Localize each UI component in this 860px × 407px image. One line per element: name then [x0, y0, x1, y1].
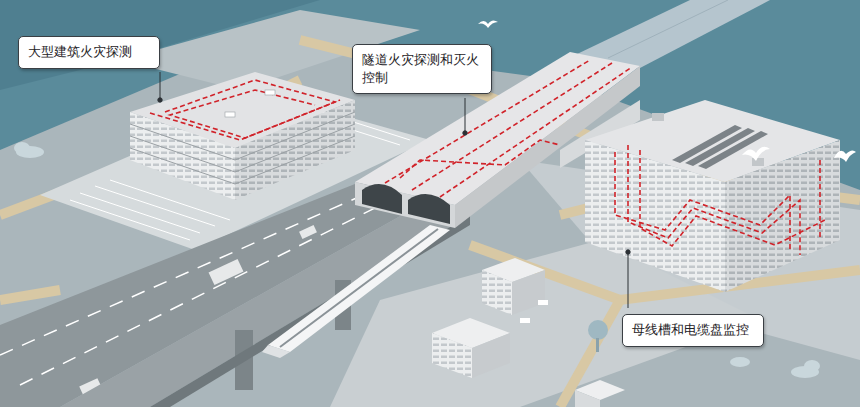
tunnel-part [408, 194, 450, 224]
callout-box: 大型建筑火灾探测 [18, 36, 160, 69]
office-building-part-part [698, 131, 768, 169]
tunnel-part-part [400, 140, 560, 178]
land [0, 10, 860, 407]
parking-lot-part-part [70, 200, 190, 240]
birds-part [742, 147, 770, 161]
tree-part [588, 320, 608, 340]
parking-building-part [225, 112, 235, 117]
train [262, 225, 450, 358]
office-building-part [752, 158, 764, 166]
small-buildings-part [482, 270, 512, 315]
roads [0, 40, 860, 407]
clouds-part [804, 360, 820, 372]
birds-part [478, 20, 498, 28]
office-building-part-part [640, 150, 825, 246]
tree-part [596, 338, 599, 352]
parking-building-part [130, 112, 235, 200]
small-buildings-part [575, 390, 600, 407]
office-building-part-part [615, 152, 790, 250]
parking-building-part-part [235, 112, 355, 160]
callout-text: 母线槽和电缆盘监控 [632, 321, 754, 339]
leader-lines-part [465, 98, 466, 131]
tunnel-part [362, 184, 402, 214]
leader-lines-part [626, 250, 630, 254]
parking-building-part [130, 112, 355, 184]
leader-lines-part [628, 254, 629, 308]
small-buildings-part [512, 270, 545, 315]
bridge-part [575, 0, 770, 68]
tree [588, 320, 608, 352]
parking-building-part-part [235, 136, 355, 184]
parking-lot-part-part [95, 186, 215, 226]
train-part [262, 345, 290, 358]
parking-building-part [165, 80, 335, 138]
office-building-part [672, 125, 768, 169]
tunnel-part [355, 182, 455, 228]
parking-building-part-part [235, 124, 355, 172]
parking-building-part [150, 100, 340, 140]
parking-building-part [265, 90, 275, 95]
clouds-part [730, 357, 750, 367]
bridge-part [608, 0, 728, 58]
train-part [280, 229, 438, 347]
parking-building-part-part [130, 148, 235, 184]
office-building-part [652, 113, 664, 121]
small-buildings-part [520, 318, 530, 323]
office-building-part-part [628, 145, 800, 255]
viaduct-part [150, 215, 470, 407]
land-part [0, 40, 860, 407]
leader-lines [158, 72, 630, 308]
office-building [585, 100, 840, 292]
office-building-part [615, 145, 825, 255]
highway-part [299, 225, 317, 239]
train-part [268, 225, 450, 352]
small-buildings [432, 258, 625, 407]
roads-part [0, 290, 60, 300]
parking-building-part-part [130, 124, 235, 160]
clouds-part [14, 142, 30, 154]
highway-part [209, 259, 244, 285]
office-building-part-part [819, 160, 821, 240]
leader-lines-part [463, 131, 467, 135]
callout-box: 隧道火灾探测和灭火 控制 [352, 44, 492, 94]
callout-text: 隧道火灾探测和灭火 控制 [362, 51, 482, 86]
leader-lines-part [158, 98, 162, 102]
parking-building-part [235, 100, 355, 200]
parking-lot-part-part [80, 193, 200, 233]
parking-building-part-part [130, 136, 235, 172]
bridge [575, 0, 770, 68]
small-buildings-part [538, 300, 548, 305]
birds-part [834, 150, 856, 162]
small-buildings-part [472, 333, 510, 378]
callout-text: 大型建筑火灾探测 [28, 43, 150, 61]
viaduct [60, 205, 470, 407]
leader-lines-part [160, 72, 161, 98]
small-buildings-part [432, 333, 472, 378]
parking-building [130, 72, 355, 200]
birds [478, 20, 856, 162]
callout-box: 母线槽和电缆盘监控 [622, 314, 764, 347]
viaduct-part [60, 205, 470, 407]
